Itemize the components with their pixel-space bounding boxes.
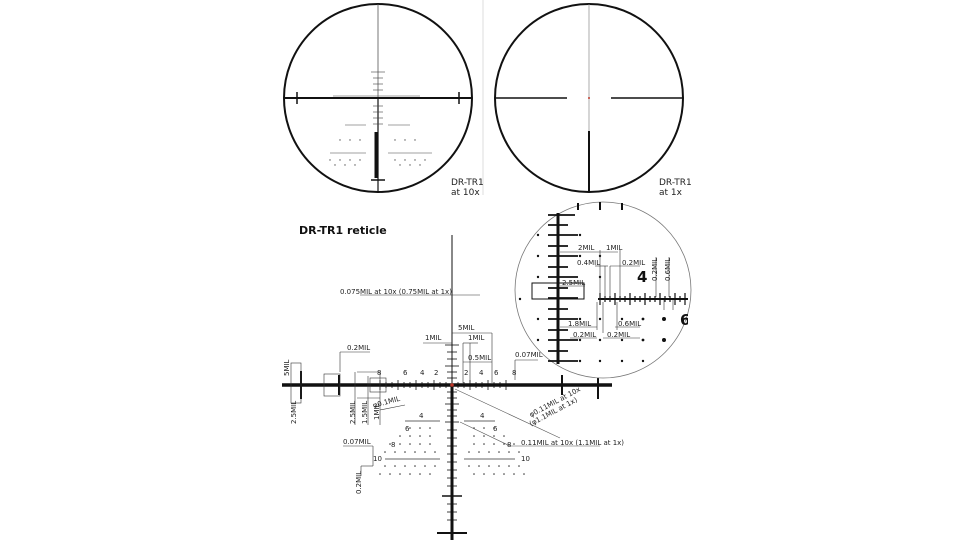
stadia-label: 10 [373, 455, 382, 463]
magnified-detail [514, 201, 692, 379]
dim-05mil: 0.5MIL [468, 354, 492, 362]
dim-02mil-top: 0.2MIL [347, 344, 371, 352]
mag-label: 1.8MIL [568, 320, 592, 328]
mag-label: 2MIL [578, 244, 595, 252]
view-label-1x-name: DR-TR1 [659, 178, 692, 188]
view-label-10x: DR-TR1 at 10x [451, 178, 484, 198]
stadia-label: 10 [521, 455, 530, 463]
mag-label: 0.2MIL [573, 331, 597, 339]
stadia-label: 4 [480, 412, 485, 420]
mag-label: 0.2MIL [651, 257, 659, 281]
stadia-label: 6 [493, 425, 498, 433]
dim-007mil-right: 0.07MIL [515, 351, 543, 359]
stadia-label: 4 [420, 369, 425, 377]
mag-label: 0.2MIL [622, 259, 646, 267]
dim-25mil-b: 2.5MIL [349, 400, 357, 424]
mag-label: 2.5MIL [562, 279, 586, 287]
mag-label: 0.6MIL [664, 257, 672, 281]
dim-1mil-left: 1MIL [425, 334, 442, 342]
view-label-1x-mag: at 1x [659, 188, 682, 198]
stadia-label: 6 [405, 425, 410, 433]
reticle-1x-view [494, 3, 684, 193]
mag-label: 1MIL [606, 244, 623, 252]
stadia-label: 6 [403, 369, 408, 377]
annotation-dot-size: 0.11MIL at 10x (1.1MIL at 1x) [521, 439, 625, 447]
dim-15mil: 1.5MIL [361, 400, 369, 424]
mag-number-6: 6 [680, 311, 688, 329]
view-label-10x-mag: at 10x [451, 188, 480, 198]
stadia-label: 8 [507, 441, 512, 449]
reticle-10x-view [283, 3, 473, 193]
annotation-line-width: 0.075MIL at 10x (0.75MIL at 1x) [340, 288, 452, 296]
stadia-label: 4 [419, 412, 424, 420]
dim-1mil-v: 1MIL [373, 403, 381, 420]
dim-5mil-top: 5MIL [458, 324, 475, 332]
stadia-label: 8 [512, 369, 517, 377]
stadia-label: 2 [464, 369, 469, 377]
reticle-detail [282, 235, 612, 540]
figure-title: DR-TR1 reticle [299, 224, 387, 237]
stadia-label: 4 [479, 369, 484, 377]
mag-label: 0.2MIL [607, 331, 631, 339]
dim-25mil-a: 2.5MIL [290, 400, 298, 424]
view-label-10x-name: DR-TR1 [451, 178, 484, 188]
stadia-label: 2 [434, 369, 439, 377]
mag-label: 0.6MIL [618, 320, 642, 328]
dim-5mil-post: 5MIL [283, 359, 291, 376]
view-label-1x: DR-TR1 at 1x [659, 178, 692, 198]
dim-1mil-right: 1MIL [468, 334, 485, 342]
dim-02mil-v: 0.2MIL [355, 470, 363, 494]
mag-label: 0.4MIL [577, 259, 601, 267]
stadia-label: 8 [377, 369, 382, 377]
stadia-label: 6 [494, 369, 499, 377]
mag-number-4: 4 [637, 268, 648, 286]
stadia-label: 8 [391, 441, 396, 449]
dim-007mil-left: 0.07MIL [343, 438, 371, 446]
